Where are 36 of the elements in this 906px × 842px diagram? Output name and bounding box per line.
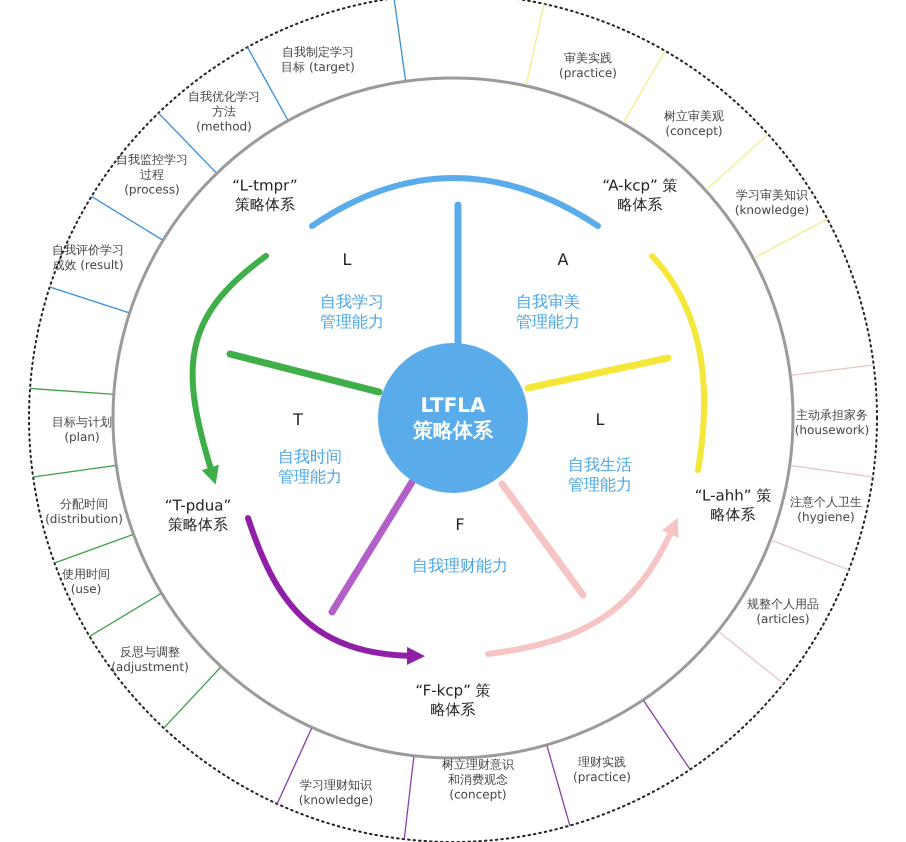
sector-letter: T [293,410,303,430]
ring-segment-label: 规整个人用品 (articles) [746,597,820,627]
strategy-system-label: “L-ahh” 策略体系 [691,486,775,524]
ring-segment-label: 分配时间 (distribution) [44,497,124,527]
ring-segment-label: 使用时间 (use) [61,567,111,597]
sector-letter: F [455,515,465,535]
sector-title: 自我生活管理能力 [567,455,633,495]
ring-segment-label: 反思与调整 (adjustment) [110,645,190,675]
sector-title: 自我学习管理能力 [319,292,385,332]
strategy-system-label: “A-kcp” 策略体系 [598,176,682,214]
ring-segment-label: 学习审美知识 (knowledge) [734,188,810,218]
ring-segment-label: 主动承担家务 (housework) [794,408,870,438]
ring-segment-label: 注意个人卫生 (hygiene) [789,495,863,525]
strategy-system-label: “T-pdua” 策略体系 [156,496,240,534]
sector-title: 自我理财能力 [412,556,508,576]
ring-segment-label: 自我制定学习目标 (target) [280,45,356,75]
sector-letter: L [342,250,352,270]
curved-arrow [190,253,269,485]
ring-segment-label: 自我优化学习方法 (method) [187,90,261,134]
ring-segment-label: 审美实践 (practice) [558,51,618,81]
center-circle: LTFLA 策略体系 [378,343,528,493]
sector-letter: L [596,410,604,430]
curved-arrow [485,518,678,657]
ring-segment-label: 自我评价学习成效 (result) [51,243,125,273]
ring-segment-label: 树立审美观 (concept) [663,109,725,139]
sector-letter: A [558,250,568,270]
ring-segment-label: 理财实践 (practice) [572,755,632,785]
curved-arrow [245,515,425,664]
sector-title: 自我时间管理能力 [277,447,343,487]
strategy-system-label: “L-tmpr” 策略体系 [223,176,307,214]
strategy-system-label: “F-kcp” 策略体系 [411,681,495,719]
ring-segment-label: 自我监控学习过程 (process) [115,152,189,198]
ring-segment-label: 树立理财意识和消费观念 (concept) [441,758,515,802]
ring-segment-label: 目标与计划 (plan) [51,415,113,445]
ring-segment-label: 学习理财知识 (knowledge) [298,778,374,808]
sector-title: 自我审美管理能力 [515,292,581,332]
